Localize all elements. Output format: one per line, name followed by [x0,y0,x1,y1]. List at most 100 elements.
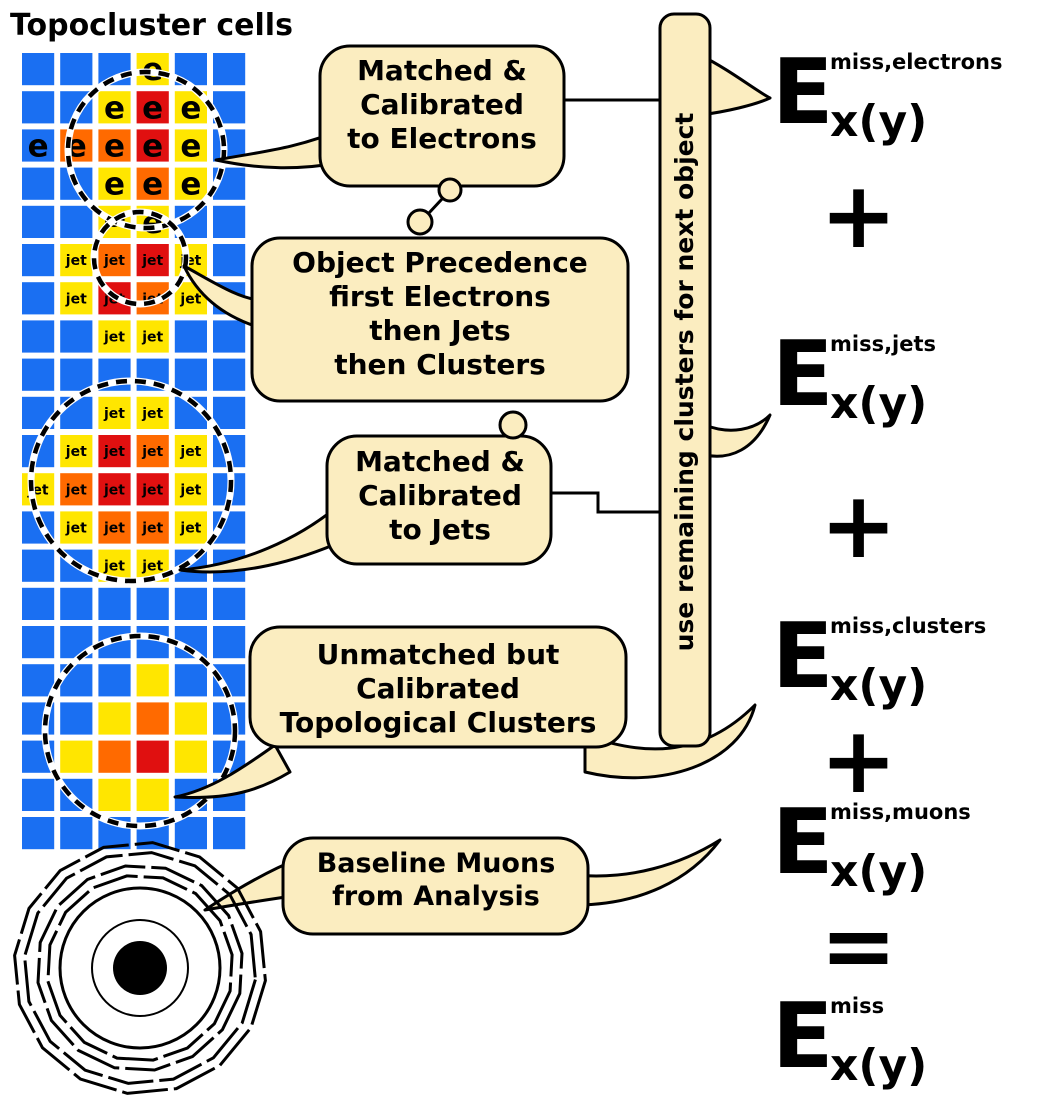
grid-cell [136,740,169,773]
electron-cell-label: e [104,90,125,126]
term-muons: E miss,muons x(y) [772,798,1042,908]
precedence-line-1: Object Precedence [292,246,588,279]
electron-cell-label: e [28,129,49,165]
jet-cell-label: jet [103,559,125,575]
grid-cell [22,167,55,200]
grid-cell [136,244,169,277]
jet-cell-label: jet [141,521,163,537]
grid-cell [22,587,55,620]
grid-cell [174,320,207,353]
jets-line-1: Matched & [355,445,525,478]
grid-cell [98,320,131,353]
speech-bubble [325,434,553,566]
precedence-line-3: then Jets [369,314,511,348]
term-muons-sup: miss,muons [830,800,971,824]
jet-cell-label: jet [141,444,163,460]
grid-cell [136,664,169,697]
grid-cell [22,129,55,162]
grid-cell [213,817,246,850]
muons-line-2: from Analysis [332,880,540,912]
grid-cell [213,320,246,353]
plus-operator-3: + [820,707,898,814]
term-electrons-sub: x(y) [830,96,928,147]
jets-line-3: to Jets [389,513,491,547]
term-muons-sub: x(y) [830,846,928,897]
grid-cell [174,587,207,620]
grid-cell [136,320,169,353]
grid-cell [174,817,207,850]
term-clusters: E miss,clusters x(y) [772,612,1042,722]
term-jets: E miss,jets x(y) [772,330,1042,440]
plus-operator-2: + [820,472,898,579]
grid-cell [98,167,131,200]
term-total-sub: x(y) [830,1040,928,1091]
cluster-circle [28,378,234,584]
jet-cell-label: jet [103,482,125,498]
grid-cell [98,740,131,773]
jet-cell-label: jet [179,482,201,498]
grid-cell [98,435,131,468]
cluster-circle [42,633,238,829]
bubble-tail [173,743,292,799]
cluster-circles [27,68,239,830]
grid-cell [174,511,207,544]
plus-operator-1: + [820,162,898,269]
term-clusters-base: E [772,604,834,709]
jet-cell-label: jet [141,406,163,422]
jet-cell-label: jet [179,291,201,307]
jet-cell-label: jet [179,521,201,537]
grid-cell [22,664,55,697]
thought-dot [406,208,434,236]
jet-cell-label: jet [103,521,125,537]
bubble-tail [703,413,772,458]
bubble-tail [178,498,347,574]
electrons-bubble-text: Matched & Calibrated to Electrons [322,54,562,156]
grid-cell [174,129,207,162]
grid-cell [174,702,207,735]
detector-ring [23,851,257,1085]
muons-bubble-text: Baseline Muons from Analysis [285,848,587,914]
grid-cell [98,664,131,697]
bubble-tail [573,838,722,907]
speech-bubbles [248,12,712,936]
electrons-line-2: Calibrated [360,88,524,122]
electrons-line-3: to Electrons [347,122,537,156]
jet-cell-label: jet [179,444,201,460]
grid-cell [60,702,93,735]
jets-bubble-text: Matched & Calibrated to Jets [330,445,550,547]
jet-cell-label: jet [141,330,163,346]
cluster-circle [91,209,189,307]
muon-detector-icon [13,841,267,1095]
grid-cell [136,91,169,124]
diagram-title: Topocluster cells [10,8,293,43]
clusters-line-2: Calibrated [356,672,520,706]
detector-ring [36,864,244,1072]
grid-cell [136,129,169,162]
bubble-tail [698,53,772,117]
term-jets-sup: miss,jets [830,332,937,356]
jet-cell-label: jet [65,444,87,460]
term-electrons-base: E [772,40,834,145]
grid-cell [60,53,93,86]
grid-cell [60,435,93,468]
term-muons-base: E [772,790,834,895]
term-clusters-sub: x(y) [830,660,928,711]
speech-bubble [281,836,590,936]
grid-cell [22,817,55,850]
grid-cell [136,396,169,429]
clusters-bubble-text: Unmatched but Calibrated Topological Clu… [252,638,624,740]
precedence-line-4: then Clusters [334,348,546,382]
grid-cell [174,664,207,697]
grid-cell [60,511,93,544]
grid-cell [213,205,246,238]
grid-cell [98,778,131,811]
electron-cell-label: e [104,167,125,203]
grid-cell [98,244,131,277]
grid-cell [213,358,246,391]
term-jets-base: E [772,322,834,427]
thought-dot [498,410,528,440]
grid-cell [22,626,55,659]
speech-bubble [250,236,630,403]
precedence-line-2: first Electrons [329,280,551,314]
